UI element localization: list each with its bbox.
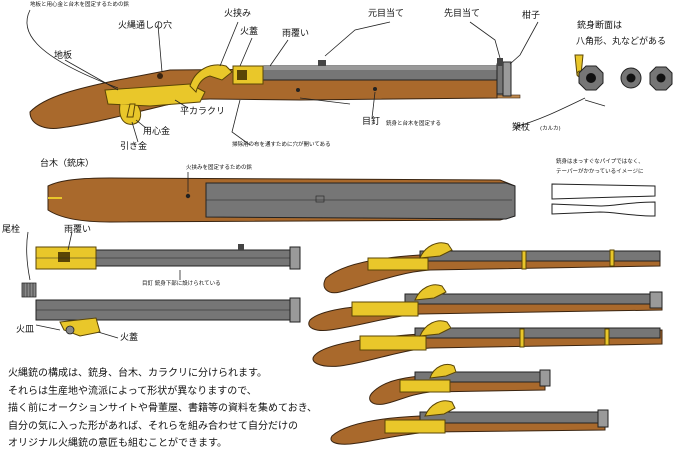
- label-mekugi-underside: 目釘 銃身下部に設けられている: [142, 281, 221, 287]
- label-kanshi: 柑子: [522, 11, 541, 21]
- label-hikigane: 引き金: [120, 142, 148, 152]
- rear-sight: [318, 60, 326, 66]
- gun-variant-4: [369, 364, 551, 405]
- main-gun: [29, 58, 521, 129]
- label-taper-2: テーパーがかかっているイメージに: [556, 169, 644, 175]
- barrel-view-2-pan: [59, 317, 101, 337]
- label-daiboku: 台木（銃床）: [40, 159, 95, 169]
- amaooi-detail: [58, 252, 70, 262]
- label-mekugi: 目釘: [362, 117, 381, 127]
- label-bisen: 尾栓: [2, 225, 21, 235]
- label-jiita-rivets: 地板と用心金と台木を固定するための鋲: [30, 2, 130, 8]
- main-muzzle-band: [502, 61, 512, 97]
- description-line: オリジナル火縄銃の意匠も組むことができます。: [8, 438, 227, 449]
- label-karuka-note: 掃除用の布を通すために穴が開いてある: [232, 142, 331, 148]
- taper-shape-2: [551, 201, 656, 217]
- pan-detail: [237, 70, 247, 80]
- barrel-highlight: [243, 66, 503, 70]
- section-bore-1: [586, 73, 596, 83]
- main-stock: [29, 68, 498, 129]
- label-hizara: 火皿: [16, 325, 35, 335]
- label-section-1: 銃身断面は: [577, 21, 623, 31]
- label-amaooi-2: 雨覆い: [64, 225, 92, 235]
- label-karuka: 槊杖: [512, 123, 531, 133]
- main-serpentine: [189, 64, 233, 93]
- label-section-2: 八角形、丸などがある: [576, 37, 667, 47]
- label-jiita: 地板: [54, 51, 73, 61]
- bisen-screw: [21, 282, 37, 298]
- main-mekugi-pin: [373, 87, 377, 91]
- match-hole: [157, 73, 163, 79]
- barrel-views: [21, 244, 301, 337]
- label-hibasami-byou: 火挟みを固定するための鋲: [186, 165, 253, 171]
- barrel-cross-sections: [574, 54, 673, 91]
- label-hibuta-2: 火蓋: [120, 333, 139, 343]
- label-amaooi: 雨覆い: [282, 29, 310, 39]
- label-taper-1: 銃身はまっすぐなパイプではなく、: [556, 159, 644, 165]
- description-line: 火縄銃の構成は、銃身、台木、カラクリに分けられます。: [8, 368, 267, 379]
- label-youjingane: 用心金: [143, 127, 171, 137]
- label-mekugi-note: 銃身と台木を固定する: [386, 121, 442, 127]
- stock-detail: [47, 177, 516, 223]
- description-line: 描く前にオークションサイトや骨董屋、書籍等の資料を集めておき、: [8, 403, 317, 414]
- description-paragraph: 火縄銃の構成は、銃身、台木、カラクリに分けられます。 それらは生産地や流派によっ…: [8, 365, 317, 453]
- label-motomeate: 元目当て: [368, 9, 405, 19]
- gun-variant-2: [308, 284, 663, 331]
- label-karuka-reading: (カルカ): [540, 126, 561, 132]
- detail-barrel: [205, 182, 516, 220]
- main-trigger: [126, 103, 136, 118]
- main-mekugi-pin-2: [296, 88, 300, 92]
- hizara-pan: [65, 325, 75, 335]
- barrel-view-1-sight: [238, 244, 244, 250]
- barrel-view-2-muzzle: [289, 297, 301, 323]
- label-hibasami: 火挟み: [224, 9, 252, 19]
- section-bore-2: [626, 73, 636, 83]
- section-bore-3: [656, 73, 666, 83]
- gun-variant-1: [323, 242, 661, 294]
- label-hinawa-ana: 火縄通しの穴: [118, 21, 173, 31]
- front-sight: [497, 58, 503, 66]
- label-hibuta: 火蓋: [240, 27, 259, 37]
- gun-variant-5: [330, 400, 609, 445]
- main-lockplate: [104, 83, 206, 107]
- label-hira-karakuri: 平カラクリ: [180, 107, 226, 117]
- taper-shape-1: [551, 183, 656, 200]
- taper-illustration: [551, 183, 656, 217]
- label-sakimeate: 先目当て: [444, 9, 481, 19]
- description-line: 自分の気に入った形があれば、それらを組み合わせて自分だけの: [8, 420, 298, 432]
- description-line: それらは生産地や流派によって形状が異なりますので、: [8, 385, 257, 397]
- leader-lines: [26, 9, 586, 339]
- detail-slot: [315, 195, 325, 203]
- gun-variant-3: [312, 320, 663, 367]
- detail-pin: [185, 193, 191, 199]
- barrel-view-1-muzzle: [289, 246, 301, 270]
